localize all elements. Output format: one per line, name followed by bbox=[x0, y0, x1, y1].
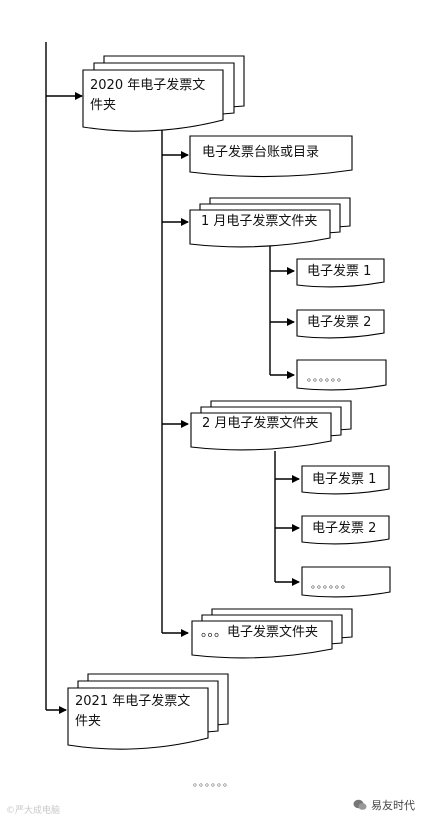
jan-more-label: 。。。。。。 bbox=[307, 373, 348, 384]
folder-2020-shape bbox=[82, 55, 245, 132]
feb-invoice-2-shape bbox=[301, 515, 390, 545]
watermark-right-text: 易友时代 bbox=[371, 799, 415, 812]
ledger-shape bbox=[189, 135, 353, 178]
folder-2021-label: 2021 年电子发票文件夹 bbox=[75, 694, 191, 729]
feb-invoice-2-label: 电子发票 2 bbox=[312, 521, 377, 536]
folder-jan-label: 1 月电子发票文件夹 bbox=[201, 214, 318, 229]
folder-2020-label: 2020 年电子发票文件夹 bbox=[90, 78, 206, 113]
jan-invoice-2-shape bbox=[296, 309, 385, 339]
jan-more-shape bbox=[296, 359, 387, 391]
folder-feb-label: 2 月电子发票文件夹 bbox=[202, 416, 319, 431]
feb-invoice-1-shape bbox=[301, 465, 390, 495]
ledger-label: 电子发票台账或目录 bbox=[202, 145, 320, 160]
jan-invoice-2-label: 电子发票 2 bbox=[307, 315, 372, 330]
feb-invoice-1-label: 电子发票 1 bbox=[312, 472, 377, 487]
folder-2021-shape bbox=[67, 673, 229, 750]
folder-jan-shape bbox=[189, 197, 351, 248]
watermark-left: ©严大成电脑 bbox=[6, 806, 61, 816]
watermark-right: 易友时代 bbox=[353, 797, 415, 813]
jan-invoice-1-shape bbox=[296, 258, 385, 288]
feb-more-label: 。。。。。。 bbox=[311, 580, 352, 591]
wechat-icon bbox=[353, 799, 367, 810]
feb-more-shape bbox=[301, 566, 391, 598]
footer-ellipsis: 。。。。。。 bbox=[193, 778, 234, 789]
jan-invoice-1-label: 电子发票 1 bbox=[307, 264, 372, 279]
folder-feb-shape bbox=[190, 400, 352, 451]
folder-more-label: 。。。电子发票文件夹 bbox=[201, 625, 319, 640]
folder-more-shape bbox=[191, 608, 353, 659]
